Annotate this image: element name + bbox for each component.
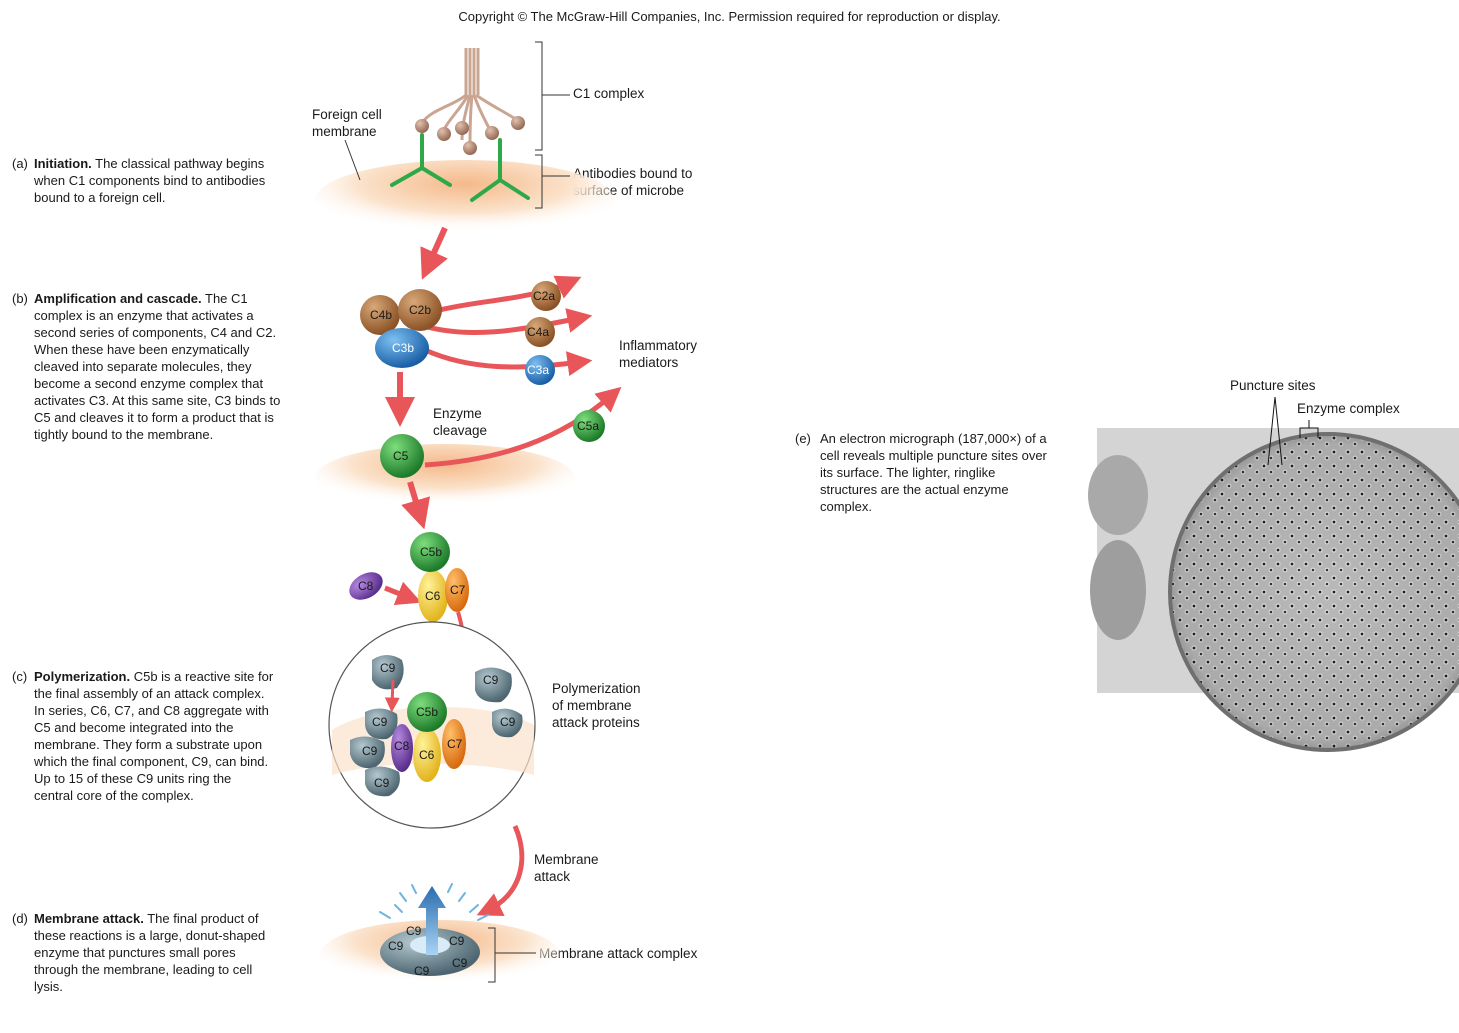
c3a-label: C3a	[527, 363, 549, 377]
molecule-c3a: C3a	[525, 355, 555, 385]
molecule-c5: C5	[380, 434, 424, 478]
molecule-c3b: C3b	[375, 328, 429, 368]
c5b-free-label: C5b	[420, 545, 442, 559]
c2a-label: C2a	[533, 289, 555, 303]
molecule-c4a: C4a	[525, 317, 555, 347]
molecule-c2a: C2a	[531, 281, 561, 311]
c9-label-left-top: C9	[372, 715, 388, 729]
c5a-label: C5a	[577, 419, 599, 433]
membrane-b	[315, 444, 575, 512]
molecule-c6-free: C6	[418, 570, 448, 622]
c9-label-d-5: C9	[452, 956, 468, 970]
c7-free-label: C7	[450, 583, 466, 597]
c9-label-d-3: C9	[449, 934, 465, 948]
c1-complex	[415, 48, 525, 155]
c5b-label-c: C5b	[416, 705, 438, 719]
membrane-a	[315, 160, 615, 240]
c8-free-label: C8	[358, 579, 374, 593]
c9-label-right: C9	[500, 715, 516, 729]
molecule-c2b: C2b	[398, 289, 442, 331]
molecule-c5a: C5a	[573, 410, 605, 442]
c9-label-left: C9	[362, 744, 378, 758]
molecule-c5b-free: C5b	[410, 532, 450, 572]
arrow-c8-join	[385, 588, 410, 598]
c9-label-right-top: C9	[483, 673, 499, 687]
molecule-c7-free: C7	[445, 568, 469, 612]
electron-micrograph	[1088, 428, 1459, 750]
c4b-label: C4b	[370, 308, 392, 322]
arrow-c9-join	[392, 680, 393, 705]
c7-label-c: C7	[447, 737, 463, 751]
c5-label: C5	[393, 449, 409, 463]
arrow-membrane-attack	[488, 826, 522, 910]
c2b-label: C2b	[409, 303, 431, 317]
c9-label-d-4: C9	[414, 964, 430, 978]
c6-label-c: C6	[419, 748, 435, 762]
c4a-label: C4a	[527, 325, 549, 339]
c9-label-top: C9	[380, 661, 396, 675]
c9-label-d-1: C9	[388, 939, 404, 953]
molecule-c8-free: C8	[344, 567, 387, 606]
c9-label-d-2: C9	[406, 924, 422, 938]
c6-free-label: C6	[425, 589, 441, 603]
c3b-label: C3b	[392, 341, 414, 355]
c9-label-bottom: C9	[374, 776, 390, 790]
c8-label-c: C8	[394, 739, 410, 753]
